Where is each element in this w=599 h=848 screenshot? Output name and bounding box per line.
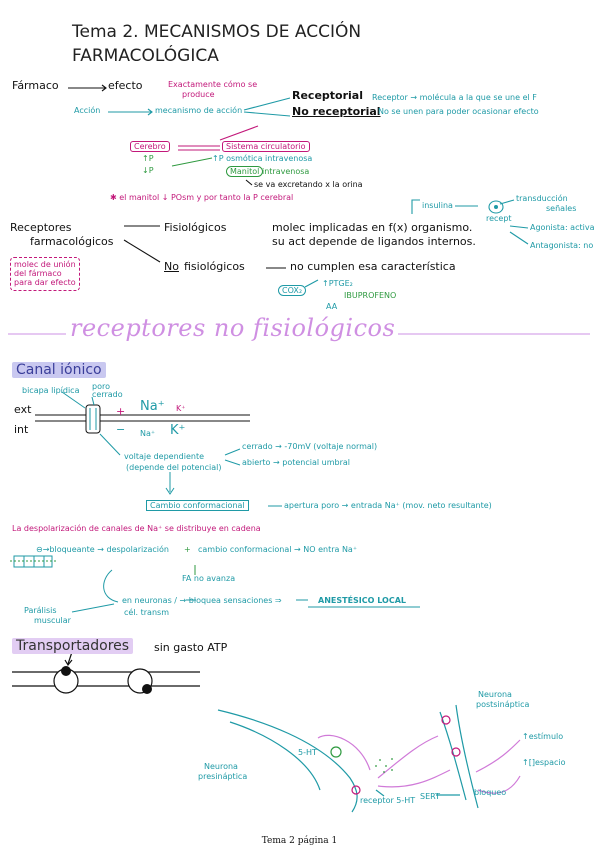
arrow-to-cerebro: [219, 125, 259, 141]
bicapa-label: bicapa lipídica: [22, 386, 80, 395]
na-bottom: Na⁺: [140, 429, 156, 438]
cerebro-box: Cerebro: [130, 141, 170, 153]
manitol-box: Manitol: [226, 166, 264, 178]
apertura-poro: apertura poro → entrada Na⁺ (mov. neto r…: [284, 501, 492, 510]
fisiologicos-def-2: su act depende de ligandos internos.: [272, 235, 476, 248]
arrow-to-no-receptorial: [243, 111, 291, 117]
neurona-pre-1: Neurona: [204, 762, 238, 771]
p-down: ↓P: [142, 166, 154, 175]
exactamente-note-1: Exactamente cómo se: [168, 80, 258, 89]
voltaje-dependiente: voltaje dependiente: [124, 452, 204, 461]
manitol-intravenosa: intravenosa: [262, 167, 310, 176]
paralisis-2: muscular: [34, 616, 71, 625]
cerrado-70mv: cerrado → -70mV (voltaje normal): [242, 442, 378, 451]
efecto-label: efecto: [108, 79, 143, 92]
transportadores-diagram: [12, 651, 521, 813]
anestesico-local: ANESTÉSICO LOCAL: [318, 596, 407, 605]
no-cumplen-label: no cumplen esa característica: [290, 260, 456, 273]
manitol-note-text: el manitol ↓ POsm y por tanto la P cereb…: [119, 193, 294, 202]
insulina-label: insulina: [422, 201, 453, 210]
bloqueante-despolarizacion: ⊖→bloqueante → despolarización: [36, 545, 169, 554]
receptores-label-2: farmacológicos: [30, 235, 114, 248]
transduccion-2: señales: [546, 204, 577, 213]
no-receptorial-definition: No se unen para poder ocasionar efecto: [378, 107, 539, 116]
ext-label: ext: [14, 403, 32, 416]
sert-label: SERT: [420, 792, 440, 801]
depende-potencial: (depende del potencial): [126, 463, 222, 472]
page-title: Tema 2. MECANISMOS DE ACCIÓN FARMACOLÓGI…: [72, 20, 361, 68]
k-bottom: K⁺: [170, 423, 186, 438]
molec-union-line-3: para dar efecto: [14, 278, 76, 288]
antagonista-label: Antagonista: no: [530, 241, 594, 250]
cerrado-top-label: cerrado: [92, 390, 123, 399]
k-top: K⁺: [176, 404, 186, 413]
p-osmotica: ↑P osmótica intravenosa: [212, 154, 313, 163]
sistema-circulatorio-box: Sistema circulatorio: [222, 141, 310, 153]
molec-union-box: molec de unión del fármaco para dar efec…: [10, 257, 80, 291]
mecanismo-label: mecanismo de acción: [155, 106, 243, 115]
receptorial-label: Receptorial: [292, 89, 363, 102]
transduccion-1: transducción: [516, 194, 568, 203]
arrow-to-receptorial: [243, 97, 291, 111]
ptge2-label: ↑PTGE₂: [322, 279, 353, 288]
cambio-conformacional-box: Cambio conformacional: [146, 500, 249, 512]
espacio-label: ↑[]espacio: [522, 758, 566, 767]
transportadores-heading: Transportadores: [12, 638, 134, 654]
5ht-label: 5-HT: [298, 748, 317, 757]
page-title-line-2: FARMACOLÓGICA: [72, 46, 219, 66]
fa-no-avanza: FA no avanza: [182, 574, 236, 583]
cel-transm: cél. transm: [124, 608, 169, 617]
neurona-pre-2: presináptica: [198, 772, 248, 781]
receptores-label-1: Receptores: [10, 221, 72, 234]
p-up: ↑P: [142, 154, 154, 163]
no-label: No: [164, 260, 179, 273]
arrow-p-down: [171, 157, 213, 167]
canal-ionico-heading: Canal iónico: [12, 362, 106, 378]
sin-gasto-atp: sin gasto ATP: [154, 641, 228, 654]
molec-union-line-2: del fármaco: [14, 269, 62, 279]
excretando-note: se va excretando x la orina: [254, 180, 363, 189]
cox2-box: COX₂: [278, 285, 307, 297]
recept-label: recept: [486, 214, 512, 223]
farmaco-label: Fármaco: [12, 79, 59, 92]
section-title-receptores-no-fisiologicos: receptores no fisiológicos: [70, 314, 396, 342]
page-footer: Tema 2 página 1: [261, 836, 338, 846]
intro-arrows: [68, 84, 529, 288]
fisiologicos-def-1: molec implicadas en f(x) organismo.: [272, 221, 473, 234]
plus-circle: +: [184, 545, 191, 554]
cambio-no-entra: cambio conformacional → NO entra Na⁺: [198, 545, 358, 554]
estimulo-label: ↑estímulo: [522, 732, 564, 741]
receptor-definition: Receptor → molécula a la que se une el F: [372, 93, 537, 102]
neurona-post-1: Neurona: [478, 690, 512, 699]
neurona-post-2: postsináptica: [476, 700, 530, 709]
ibuprofeno-label: IBUPROFENO: [344, 291, 397, 300]
plus-sign: +: [116, 405, 126, 418]
accion-label: Acción: [74, 106, 101, 115]
aa-label: AA: [326, 302, 338, 311]
paralisis-1: Parálisis: [24, 606, 57, 615]
fisiologicos-label: Fisiológicos: [164, 221, 227, 234]
na-top: Na⁺: [140, 399, 165, 414]
exactamente-note-2: produce: [182, 90, 215, 99]
receptor-5ht-label: receptor 5-HT: [360, 796, 416, 805]
despolarizacion-cadena: La despolarización de canales de Na⁺ se …: [12, 524, 261, 533]
arrow-to-no-fisiologicos: [123, 239, 161, 263]
int-label: int: [14, 423, 29, 436]
minus-sign: −: [116, 423, 126, 436]
page-title-line-1: Tema 2. MECANISMOS DE ACCIÓN: [72, 22, 362, 42]
no-fisiologicos-label: fisiológicos: [184, 260, 245, 273]
no-receptorial-label: No receptorial: [292, 105, 381, 118]
canal-ionico-diagram: [10, 391, 420, 613]
poro-label: poro: [92, 382, 110, 391]
en-neuronas: en neuronas / → bloquea sensaciones ⇒: [122, 596, 282, 605]
abierto-umbral: abierto → potencial umbral: [242, 458, 350, 467]
manitol-note: ✱ el manitol ↓ POsm y por tanto la P cer…: [110, 193, 294, 202]
molec-union-line-1: molec de unión: [14, 260, 76, 269]
bloqueo-label: bloqueo: [474, 788, 507, 797]
agonista-label: Agonista: activa: [530, 223, 595, 232]
